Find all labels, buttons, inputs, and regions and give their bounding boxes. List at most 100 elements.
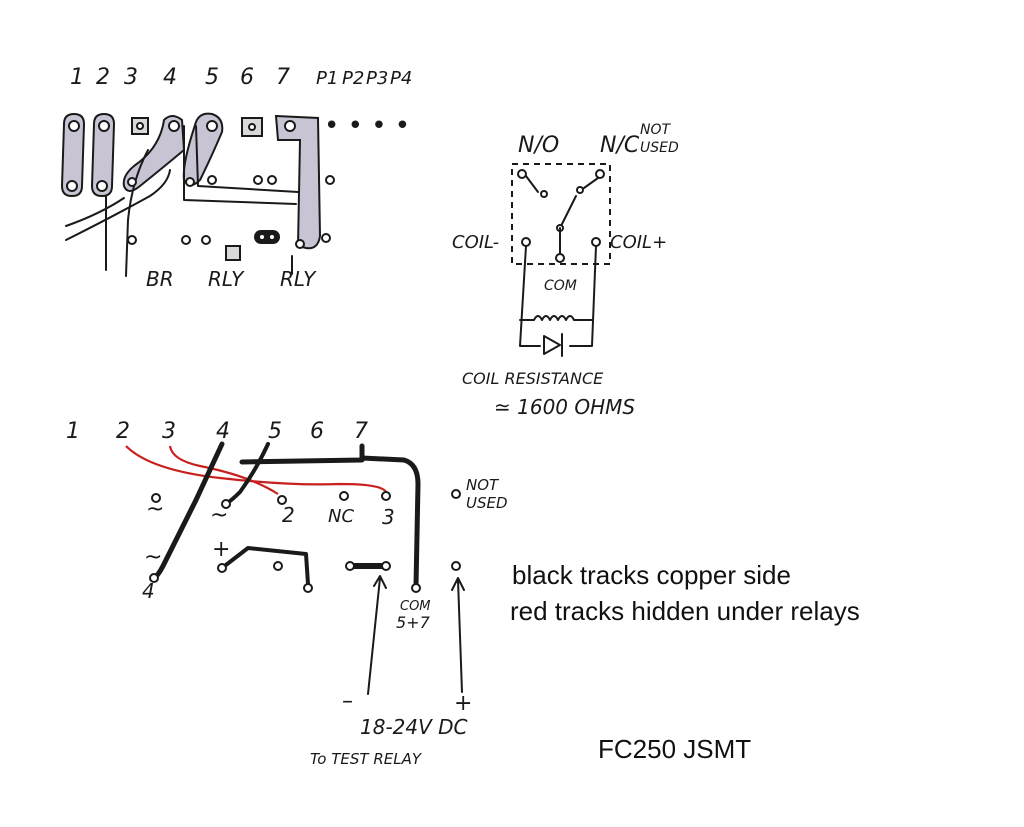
red-track-pin2 — [125, 445, 387, 493]
note-red-tracks: red tracks hidden under relays — [510, 596, 860, 626]
wiring-pad-3 — [381, 491, 391, 501]
wiring-pad-nc — [339, 491, 349, 501]
relay-no-contact — [517, 169, 527, 179]
relay-nc-label: N/C — [600, 133, 640, 158]
black-track-pin4 — [151, 441, 225, 581]
pcb-pin-label-p2: P2 — [342, 68, 364, 89]
wiring-pad-mid — [273, 561, 283, 571]
pcb-pad-1 — [68, 120, 80, 132]
relay-diode-body — [543, 335, 561, 355]
pcb-pad-lower-2 — [96, 180, 108, 192]
supply-voltage-label: 18-24V DC — [360, 715, 468, 739]
pcb-pad-row3-3 — [201, 235, 211, 245]
wiring-pin-label-7: 7 — [354, 419, 368, 444]
relay-nc-lead — [583, 177, 599, 189]
black-track-pin7 — [239, 443, 365, 465]
pcb-pin-label-3: 3 — [124, 65, 138, 90]
relay-outline — [511, 163, 611, 265]
pcb-track-1 — [60, 112, 86, 198]
wiring-pad-coil-minus-b — [381, 561, 391, 571]
pcb-pin-label-2: 2 — [96, 65, 110, 90]
pcb-pad-row3-7 — [321, 233, 331, 243]
wiring-pad-coil-minus — [345, 561, 355, 571]
pcb-top-sketch: 1 2 3 4 5 6 7 P1 P2 P3 P4 • • • • — [60, 65, 412, 291]
pcb-pin-label-7: 7 — [276, 65, 290, 90]
wiring-pad-top-tilde — [151, 493, 161, 503]
wiring-label-2: 2 — [282, 503, 295, 527]
footer-title: FC250 JSMT — [598, 734, 751, 764]
wiring-pad-coil-plus — [451, 561, 461, 571]
pcb-pin-label-6: 6 — [240, 65, 254, 90]
relay-no-label: N/O — [518, 133, 559, 158]
pcb-pin-label-4: 4 — [163, 65, 177, 90]
relay-coil-minus-wire — [519, 245, 541, 347]
relay-coil-plus-wire — [569, 245, 597, 347]
relay-coil-winding — [519, 315, 593, 321]
pcb-pin-label-p4: P4 — [390, 68, 412, 89]
pcb-pad-row3-5-hole-b — [268, 233, 276, 241]
pcb-pin-label-5: 5 — [205, 65, 219, 90]
pcb-pad-7 — [284, 120, 296, 132]
pcb-track-2 — [90, 112, 116, 198]
wiring-pin-label-4: 4 — [216, 419, 230, 444]
wiring-com-line2: 5+7 — [396, 613, 431, 632]
wiring-label-plus: + — [212, 537, 230, 562]
pcb-label-rly-1: RLY — [208, 267, 245, 291]
pcb-pad-4 — [168, 120, 180, 132]
note-black-tracks: black tracks copper side — [512, 560, 791, 590]
supply-arrow-plus — [451, 577, 465, 693]
supply-arrow-minus — [367, 575, 387, 695]
wiring-label-tilde-bottom: ~ — [144, 545, 162, 570]
wiring-label-tilde-mid: ~ — [210, 503, 228, 528]
pcb-pad-5 — [206, 120, 218, 132]
pcb-pad-3-hole — [136, 122, 144, 130]
pcb-pad-lower-8 — [325, 175, 335, 185]
pcb-pad-row3-4 — [225, 245, 241, 261]
wiring-not-used-1: NOT — [466, 476, 500, 494]
relay-coil-plus-label: COIL+ — [610, 232, 667, 253]
relay-no-point — [540, 190, 548, 198]
pcb-pad-2 — [98, 120, 110, 132]
pcb-track-7 — [274, 114, 322, 250]
black-track-plus — [220, 546, 310, 586]
pcb-pad-lower-5 — [207, 175, 217, 185]
pcb-pad-lower-1 — [66, 180, 78, 192]
pcb-track-outline-d — [195, 125, 299, 193]
wiring-label-nc: NC — [328, 506, 354, 527]
relay-com-label: COM — [544, 278, 577, 294]
relay-coil-resistance-2: ≃ 1600 OHMS — [494, 395, 635, 419]
wiring-pin-label-2: 2 — [116, 419, 130, 444]
pcb-pad-row3-5-hole-a — [258, 233, 266, 241]
relay-coil-minus-label: COIL- — [452, 232, 499, 253]
supply-minus-label: – — [342, 689, 353, 714]
pcb-pin-label-p3: P3 — [366, 68, 388, 89]
pcb-pad-lower-4 — [185, 177, 195, 187]
wiring-pin-label-3: 3 — [162, 419, 176, 444]
relay-no-lead — [525, 175, 539, 193]
wiring-pad-not-used — [451, 489, 461, 499]
supply-plus-label: + — [454, 691, 472, 716]
red-track-pin3 — [168, 445, 279, 495]
wiring-label-3: 3 — [382, 505, 395, 529]
relay-nc-point — [576, 186, 584, 194]
pcb-pin-label-1: 1 — [70, 65, 84, 90]
wiring-com-line1: COM — [400, 599, 431, 614]
pcb-track-outline-c — [183, 125, 297, 205]
relay-not-used-2: USED — [640, 140, 679, 156]
pcb-pad-row3-2 — [181, 235, 191, 245]
wiring-pad-4 — [149, 573, 159, 583]
pcb-pad-lower-6 — [253, 175, 263, 185]
pcb-track-outline-a — [65, 169, 171, 241]
wiring-pin-label-1: 1 — [66, 419, 80, 444]
relay-coil-resistance-1: COIL RESISTANCE — [462, 369, 604, 388]
pcb-pad-lower-7 — [267, 175, 277, 185]
wiring-pin-label-6: 6 — [310, 419, 324, 444]
relay-coil-minus-pin — [521, 237, 531, 247]
relay-com-pin — [555, 253, 565, 263]
wiring-pin-label-5: 5 — [268, 419, 282, 444]
bottom-wiring: 1 2 3 4 5 6 7 ~ 2 NC 3 NOT USED ~ ~ 4 + — [66, 419, 508, 768]
wiring-pad-plus — [217, 563, 227, 573]
pcb-continuation-dots: • • • • — [324, 111, 410, 141]
relay-coil-plus-pin — [591, 237, 601, 247]
